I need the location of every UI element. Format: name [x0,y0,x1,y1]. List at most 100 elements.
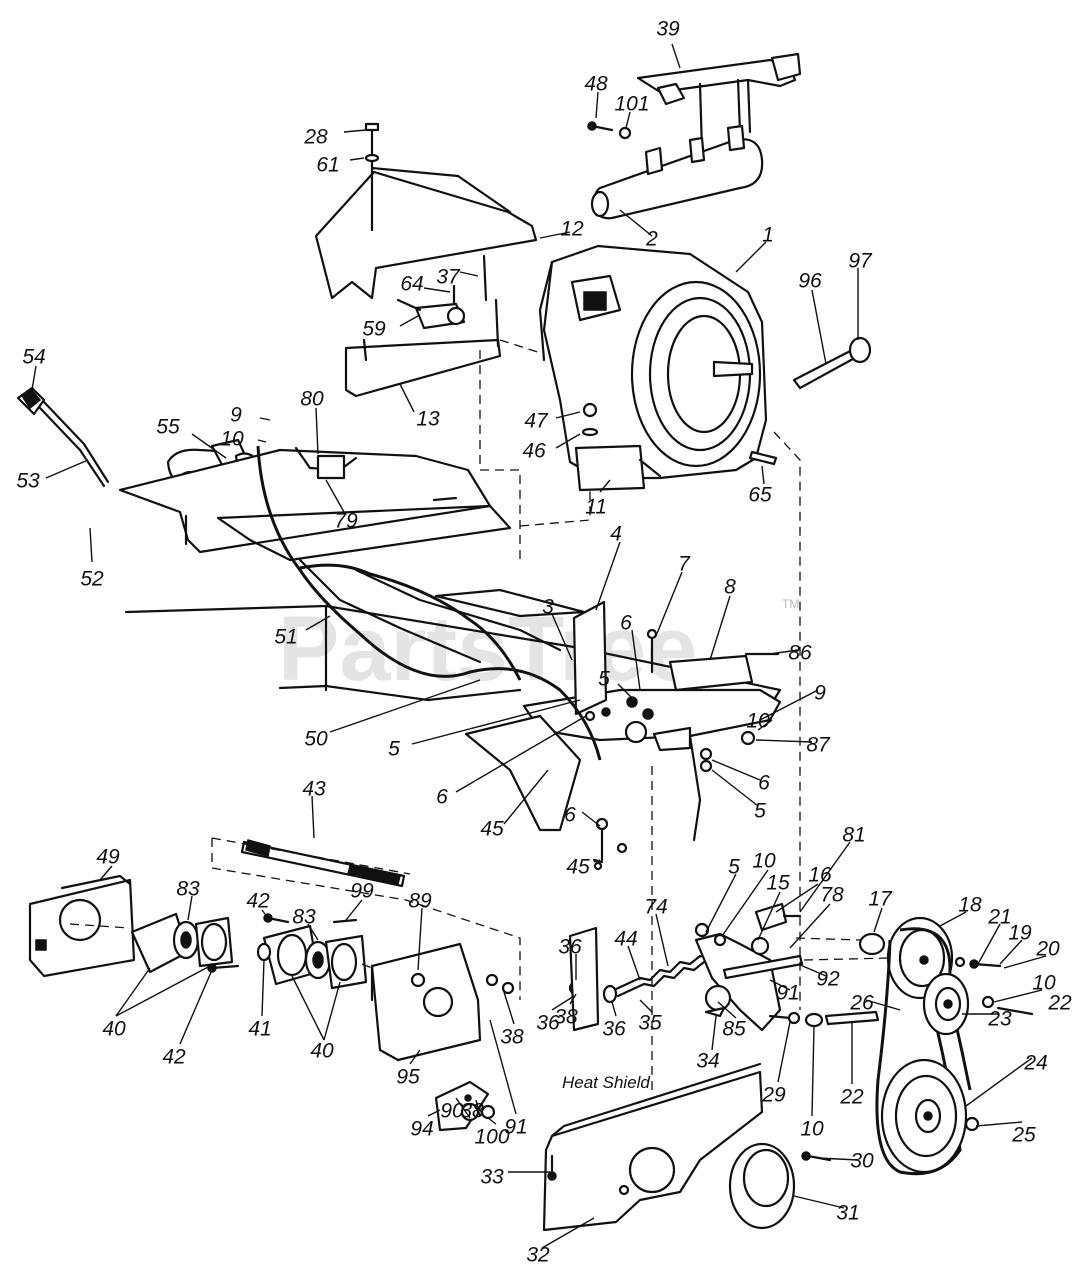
dashboard-pan-part [118,446,512,562]
throttle-cable-part [256,445,602,761]
callout-33: 33 [480,1166,504,1189]
muffler-bracket-part [636,52,802,152]
callout-99: 99 [350,880,374,903]
callout-64: 64 [400,273,423,296]
idler-arm-part [694,902,804,1032]
callout-5: 5 [388,738,400,761]
callout-97: 97 [848,250,873,273]
callout-55: 55 [156,416,180,439]
callout-47: 47 [524,410,549,433]
callout-90: 90 [440,1100,464,1123]
callout-51: 51 [274,626,297,649]
callout-83: 83 [292,906,316,929]
key-65-part [748,450,778,466]
callout-28: 28 [303,126,328,149]
callout-25: 25 [1011,1124,1036,1147]
callout-48: 48 [584,73,608,96]
callout-10: 10 [220,428,244,451]
callout-32: 32 [526,1244,550,1267]
callout-10: 10 [1032,972,1056,995]
callout-45: 45 [566,856,590,879]
callout-42: 42 [246,890,270,913]
callout-81: 81 [842,824,865,847]
callout-10: 10 [800,1118,824,1141]
callout-16: 16 [808,864,832,887]
callout-5: 5 [754,800,766,823]
callout-5: 5 [728,856,740,879]
callout-46: 46 [522,440,546,463]
fitting-59-part [396,254,488,330]
fasteners-frame-part [584,628,780,871]
muffler-part [590,124,764,220]
callout-65: 65 [748,484,772,507]
callout-53: 53 [16,470,40,493]
callout-78: 78 [820,884,844,907]
callout-6: 6 [758,772,770,795]
cover-31-part [728,1142,796,1230]
callout-89: 89 [408,890,432,913]
callout-94: 94 [410,1118,433,1141]
callout-19: 19 [1008,922,1032,945]
callout-91: 91 [504,1116,527,1139]
callout-40: 40 [310,1040,334,1063]
callout-50: 50 [304,728,328,751]
callout-52: 52 [80,568,104,591]
callout-9: 9 [814,682,826,705]
callout-92: 92 [816,968,840,991]
callout-61: 61 [316,154,339,177]
callout-6: 6 [564,804,576,827]
callout-11: 11 [585,496,607,519]
callout-40: 40 [102,1018,126,1041]
callout-18: 18 [958,894,982,917]
callout-12: 12 [560,218,584,241]
callout-91: 91 [776,982,799,1005]
bearing-flange-right-part [256,924,368,990]
callout-39: 39 [656,18,680,41]
callout-13: 13 [416,408,440,431]
callout-100: 100 [474,1126,509,1149]
callout-34: 34 [696,1050,719,1073]
callout-95: 95 [396,1066,420,1089]
callout-59: 59 [362,318,386,341]
callout-42: 42 [162,1046,186,1069]
callout-38: 38 [460,1100,484,1123]
callout-24: 24 [1023,1052,1047,1075]
heat-shield-label: Heat Shield [562,1073,650,1092]
callout-80: 80 [300,388,324,411]
callout-35: 35 [638,1012,662,1035]
bracket-49-part [28,874,136,978]
callout-10: 10 [752,850,776,873]
bolts-19-20-22-part [954,956,1034,1016]
callout-37: 37 [436,266,461,289]
callout-31: 31 [836,1202,859,1225]
callout-74: 74 [644,896,667,919]
callout-7: 7 [678,553,691,576]
callout-45: 45 [480,818,504,841]
callout-54: 54 [22,346,45,369]
callout-2: 2 [645,228,658,251]
callout-23: 23 [987,1008,1012,1031]
engine-bolt-96-part [792,336,872,390]
callout-44: 44 [614,928,637,951]
callout-101: 101 [614,93,649,116]
screw-28-part [364,122,380,232]
callout-8: 8 [724,576,736,599]
callout-20: 20 [1035,938,1060,961]
callout-21: 21 [987,906,1011,929]
callout-3: 3 [542,596,554,619]
callout-36: 36 [536,1012,560,1035]
drive-shaft-part [240,839,406,888]
bracket-13-part [344,298,502,398]
callout-1: 1 [762,224,774,247]
throttle-knob-part [16,386,110,488]
callout-85: 85 [722,1018,746,1041]
callout-22: 22 [1047,992,1072,1015]
washer-47-46-part [581,402,599,437]
callout-41: 41 [248,1018,271,1041]
watermark-trademark: TM [782,597,799,611]
callout-36: 36 [558,936,582,959]
pulley-24-part [880,1058,980,1174]
spacer-17-part [858,932,886,956]
callout-17: 17 [868,888,893,911]
